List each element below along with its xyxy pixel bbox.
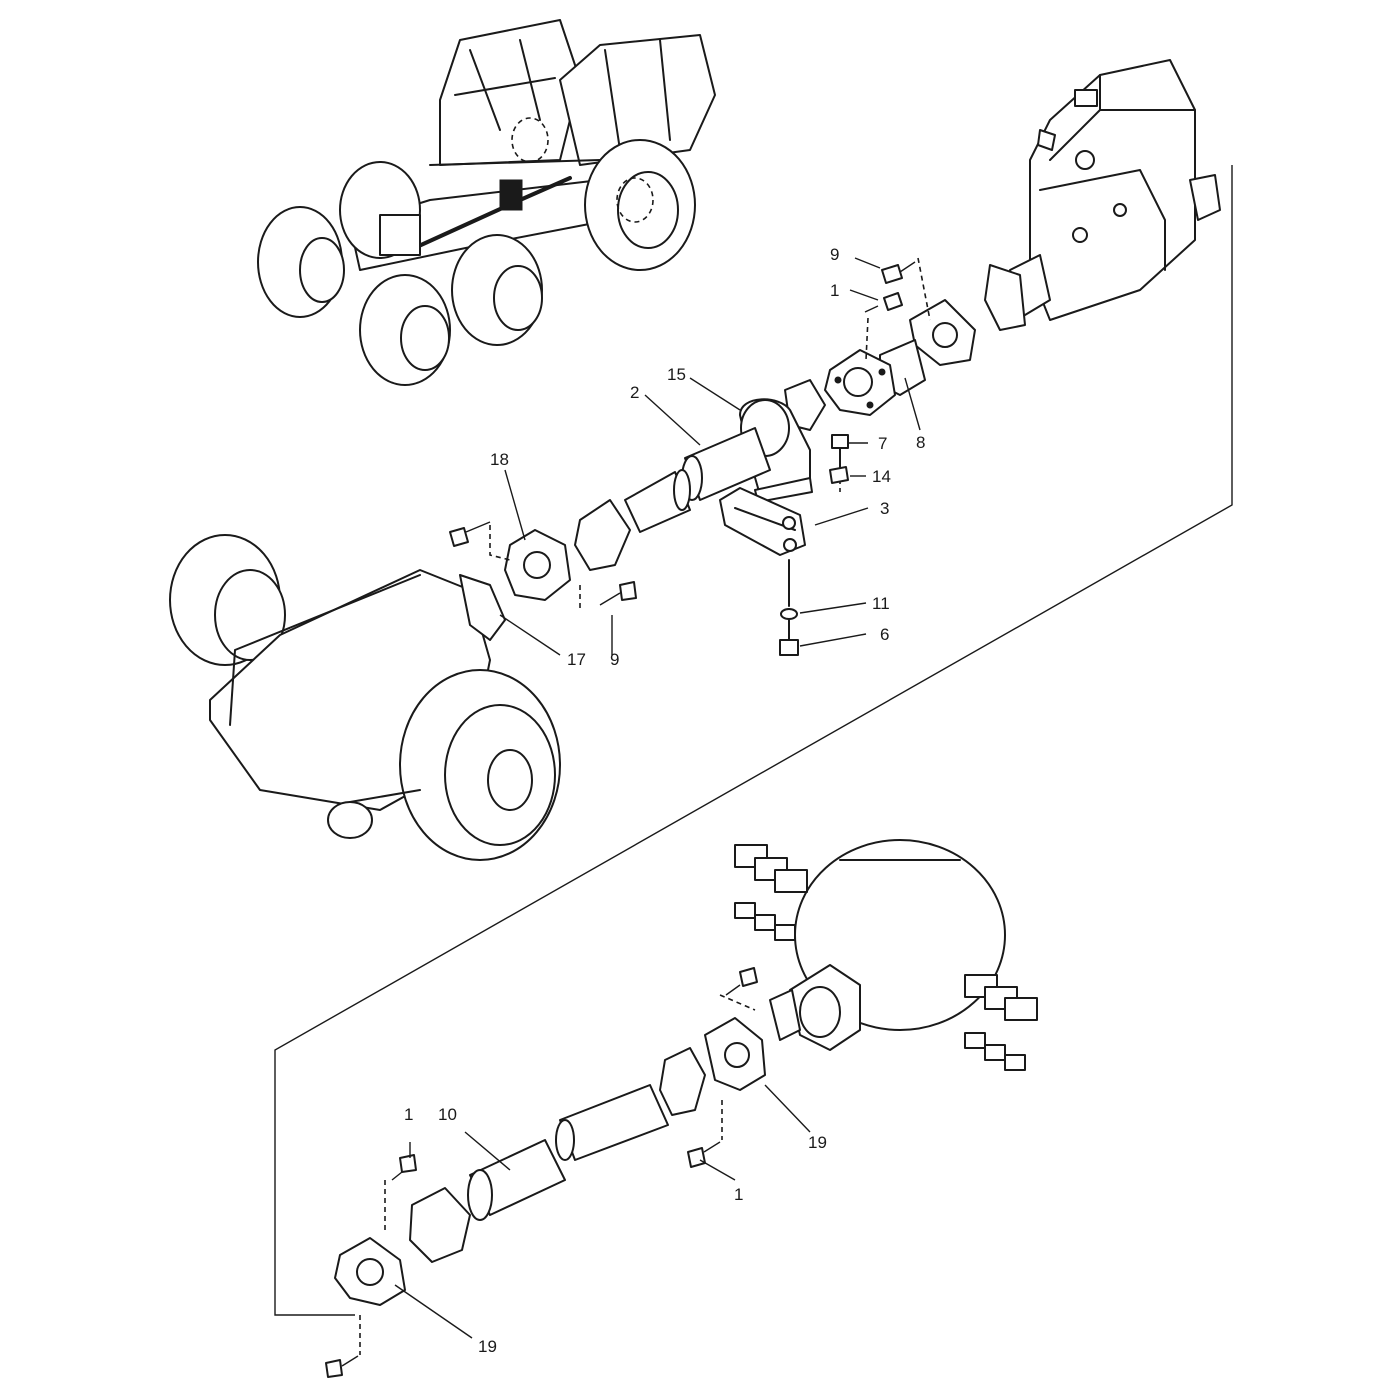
callout-18: 18	[490, 450, 509, 469]
rear-yoke-upper	[659, 1047, 706, 1116]
callout-17: 17	[567, 650, 586, 669]
callout-11: 11	[872, 594, 890, 613]
callout-19-right: 19	[808, 1133, 827, 1152]
callout-14: 14	[872, 467, 891, 486]
rear-bolt-left-top	[384, 1154, 417, 1230]
front-universal-joint-upper	[879, 299, 976, 396]
callout-1-bottom: 1	[734, 1185, 743, 1204]
front-universal-joint-lower	[574, 499, 631, 571]
callout-6: 6	[880, 625, 889, 644]
callout-8: 8	[916, 433, 925, 452]
transmission-housing	[984, 59, 1221, 331]
washer-11	[780, 559, 798, 620]
callout-9-top: 9	[830, 245, 839, 264]
mounting-bracket	[719, 487, 806, 556]
front-slip-shaft	[624, 469, 691, 533]
rear-slip-shaft	[555, 1084, 669, 1161]
flange-coupling-18	[504, 529, 571, 601]
bolt-1-top	[864, 292, 903, 361]
callout-labels: 9 1 15 2 8 7 14 3 18 17 9 11 6 1 10 19 1…	[404, 245, 925, 1356]
callout-7: 7	[878, 434, 887, 453]
rear-bolt-upper	[719, 967, 758, 1011]
callout-2: 2	[630, 383, 639, 402]
nut-14	[829, 466, 849, 484]
bolt-9-top	[881, 257, 931, 321]
callout-1-left: 1	[404, 1105, 413, 1124]
callout-3: 3	[880, 499, 889, 518]
rear-universal-joint-upper	[704, 1017, 766, 1091]
callout-19-left: 19	[478, 1337, 497, 1356]
assembly-boundary-frame	[274, 165, 1233, 1316]
callout-9-mid: 9	[610, 650, 619, 669]
bolt-6	[779, 619, 799, 656]
rear-yoke-lower	[409, 1187, 471, 1263]
flange-coupling	[824, 349, 896, 416]
front-axle-housing	[169, 534, 561, 861]
rear-bolt-left-bottom	[325, 1315, 361, 1378]
rear-bolt-center	[687, 1100, 723, 1168]
rear-main-shaft	[467, 1139, 566, 1221]
rear-axle-housing	[734, 839, 1038, 1071]
callout-leaders	[394, 257, 921, 1339]
forwarder-machine-illustration	[257, 19, 716, 386]
rear-universal-joint-lower	[334, 1237, 406, 1306]
bolt-18-side	[449, 521, 511, 561]
bolt-9-mid	[579, 581, 637, 610]
callout-1-top: 1	[830, 281, 839, 300]
callout-15: 15	[667, 365, 686, 384]
callout-10: 10	[438, 1105, 457, 1124]
